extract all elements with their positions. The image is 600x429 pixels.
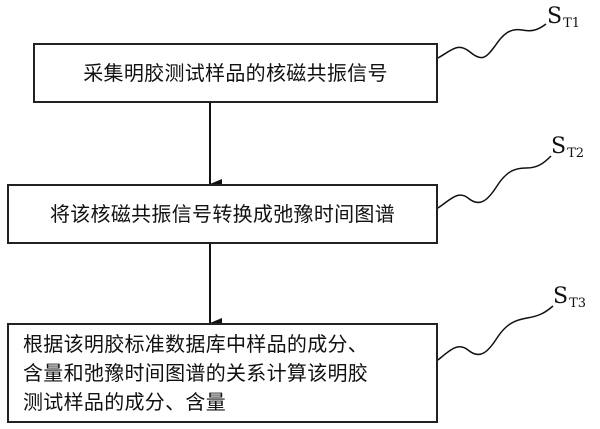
- step-label-t1-sub: T1: [563, 16, 581, 31]
- step-1-box: 采集明胶测试样品的核磁共振信号: [33, 43, 438, 103]
- step-3-line-2: 含量和弛豫时间图谱的关系计算该明胶: [23, 360, 369, 385]
- step-label-t1: ST1: [547, 4, 581, 31]
- step-2-text: 将该核磁共振信号转换成弛豫时间图谱: [49, 201, 396, 226]
- step-label-t1-main: S: [547, 4, 563, 29]
- leader-line-t3: [437, 305, 554, 361]
- step-label-t2-main: S: [551, 134, 567, 159]
- step-3-box: 根据该明胶标准数据库中样品的成分、 含量和弛豫时间图谱的关系计算该明胶 测试样品…: [7, 323, 438, 423]
- step-label-t2: ST2: [551, 134, 585, 161]
- step-1-text: 采集明胶测试样品的核磁共振信号: [83, 60, 388, 85]
- step-2-box: 将该核磁共振信号转换成弛豫时间图谱: [7, 184, 438, 244]
- step-3-line-3: 测试样品的成分、含量: [23, 389, 226, 414]
- leader-line-t2: [437, 155, 552, 209]
- leader-line-t1: [437, 23, 547, 59]
- step-label-t3: ST3: [553, 284, 587, 311]
- step-label-t3-main: S: [553, 284, 569, 309]
- step-label-t2-sub: T2: [567, 146, 585, 161]
- step-label-t3-sub: T3: [569, 296, 587, 311]
- step-3-line-1: 根据该明胶标准数据库中样品的成分、: [23, 331, 369, 356]
- step-3-text: 根据该明胶标准数据库中样品的成分、 含量和弛豫时间图谱的关系计算该明胶 测试样品…: [23, 330, 368, 417]
